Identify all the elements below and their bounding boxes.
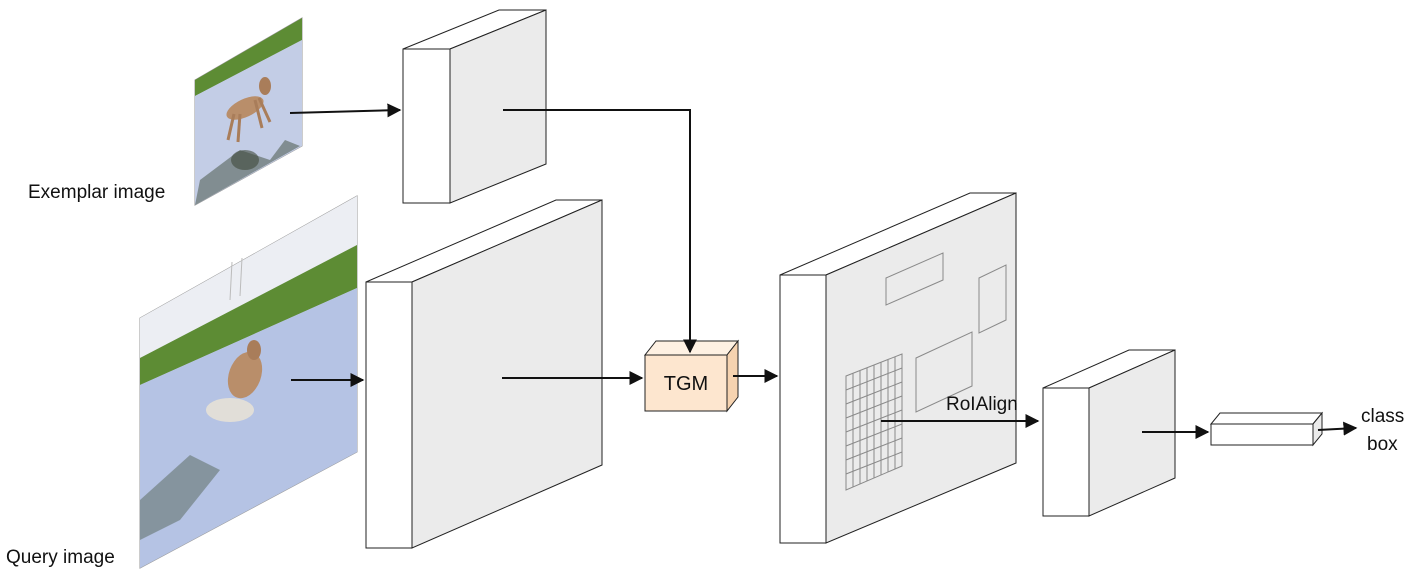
arrow-head-to-output bbox=[1317, 421, 1358, 436]
query-image-photo bbox=[139, 195, 358, 569]
output-class-label: class bbox=[1361, 406, 1404, 427]
pooled-feature-block bbox=[1042, 349, 1176, 517]
arrow-exemplar-block-to-tgm bbox=[503, 109, 697, 354]
tgm-module: TGM bbox=[643, 339, 740, 413]
roi-feature-block bbox=[779, 192, 1017, 544]
roialign-label: RoIAlign bbox=[946, 394, 1018, 415]
exemplar-image-photo bbox=[194, 17, 303, 206]
tgm-label: TGM bbox=[664, 373, 708, 395]
query-image-label: Query image bbox=[6, 547, 115, 568]
arrow-exemplar-to-block bbox=[289, 103, 402, 118]
proposal-box-1 bbox=[885, 252, 944, 306]
exemplar-image-label: Exemplar image bbox=[28, 182, 165, 203]
exemplar-feature-block bbox=[402, 9, 547, 204]
proposal-box-2 bbox=[978, 264, 1007, 334]
proposal-box-3 bbox=[915, 331, 973, 413]
head-block bbox=[1209, 411, 1324, 447]
query-feature-block bbox=[365, 199, 603, 549]
output-box-label: box bbox=[1367, 434, 1398, 455]
roi-grid bbox=[845, 353, 903, 491]
